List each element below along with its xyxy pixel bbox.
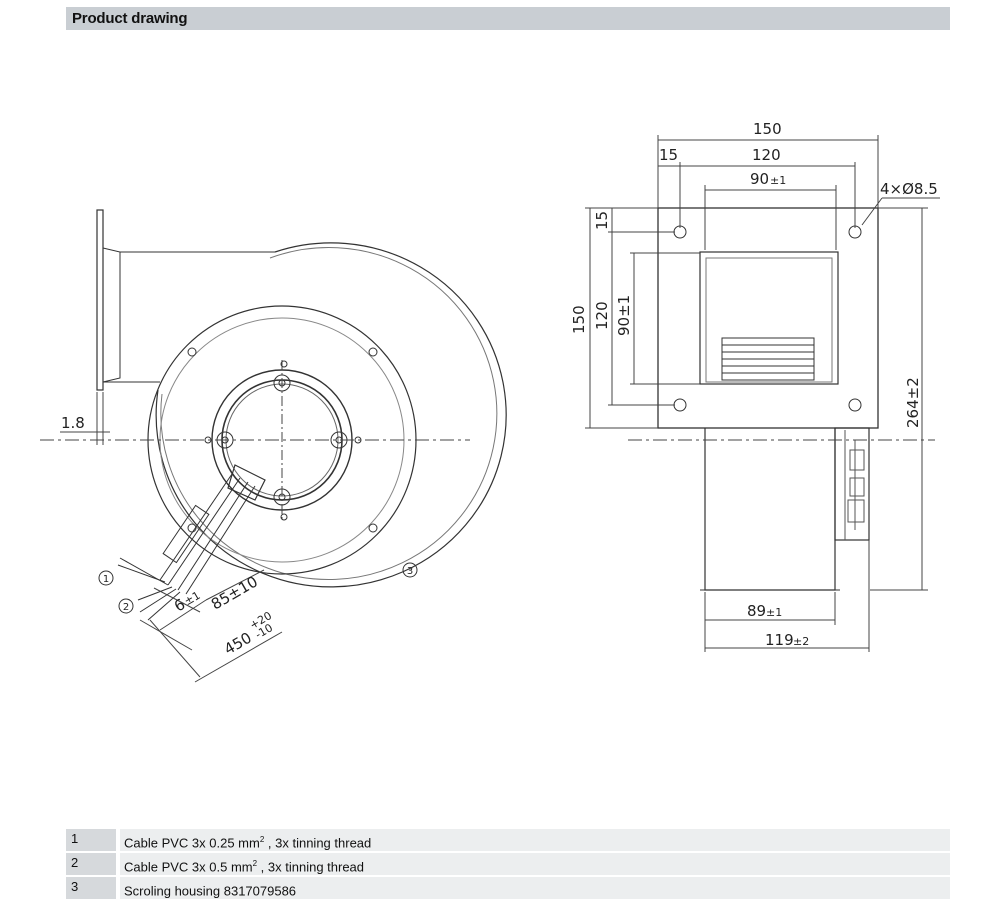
dim-w-90: 90 (750, 170, 769, 188)
motor-details (844, 430, 865, 540)
dim-h-150: 150 (570, 305, 588, 334)
section-title: Product drawing (72, 10, 188, 27)
legend-number: 2 (66, 853, 116, 875)
callout-1: 1 (98, 570, 114, 586)
outlet-opening (699, 251, 839, 385)
outlet-opening-inner (705, 257, 833, 383)
callout-3-label: 3 (407, 566, 413, 577)
legend-row: 2 Cable PVC 3x 0.5 mm2 , 3x tinning thre… (66, 853, 950, 875)
mount-hole-bl (673, 398, 687, 412)
front-view (40, 209, 507, 683)
dim-w-119: 119 (765, 631, 794, 649)
cable-gland (227, 464, 266, 501)
legend-suffix: , 3x tinning thread (264, 835, 372, 851)
legend-number: 3 (66, 877, 116, 899)
dim-w-15: 15 (659, 146, 678, 164)
legend-sup: 2 (252, 859, 258, 868)
dim-h-120: 120 (593, 301, 611, 330)
side-dim-lines-bottom (704, 540, 870, 652)
callout-3: 3 (402, 562, 418, 578)
legend-text-cell: Cable PVC 3x 0.25 mm2 , 3x tinning threa… (120, 829, 950, 851)
side-flange (657, 207, 879, 429)
dim-holes: 4×Ø8.5 (880, 180, 938, 198)
legend-text: Cable PVC 3x 0.5 mm (124, 859, 253, 875)
motor-block (834, 427, 870, 541)
impeller-blades (721, 337, 815, 381)
dim-85-group: 85±10 (208, 573, 261, 614)
dim-w-120: 120 (752, 146, 781, 164)
legend-text-cell: Cable PVC 3x 0.5 mm2 , 3x tinning thread (120, 853, 950, 875)
side-dim-lines-top (657, 135, 940, 250)
dim-h-15: 15 (593, 211, 611, 230)
dim-w-90-tol: ±1 (770, 174, 786, 187)
side-dim-lines-left (585, 207, 700, 429)
legend-text-cell: Scroling housing 8317079586 (120, 877, 950, 899)
callout-2: 2 (118, 598, 134, 614)
dim-w-89: 89 (747, 602, 766, 620)
dim-1-8: 1.8 (61, 414, 85, 432)
cable-length-dims (139, 569, 283, 683)
dim-w-119-tol: ±2 (793, 635, 809, 648)
legend-table: 1 Cable PVC 3x 0.25 mm2 , 3x tinning thr… (66, 829, 950, 901)
legend-sup: 2 (259, 835, 265, 844)
mount-hole-br (848, 398, 862, 412)
flange-plate (96, 209, 104, 391)
dim-w-89-tol: ±1 (766, 606, 782, 619)
legend-row: 3 Scroling housing 8317079586 (66, 877, 950, 899)
housing-body (704, 428, 836, 591)
scroll-housing-outer (155, 242, 507, 588)
callout-1-label: 1 (103, 574, 109, 585)
dim-450: 450 (221, 629, 255, 659)
side-dim-lines-right (870, 207, 928, 591)
legend-row: 1 Cable PVC 3x 0.25 mm2 , 3x tinning thr… (66, 829, 950, 851)
dim-85: 85±10 (208, 573, 261, 614)
side-view (585, 135, 940, 652)
legend-number: 1 (66, 829, 116, 851)
outlet-duct-side (102, 247, 121, 383)
dim-h-264: 264±2 (904, 377, 922, 428)
callout-2-label: 2 (123, 602, 129, 613)
legend-text: Scroling housing 8317079586 (124, 883, 297, 899)
legend-text: Cable PVC 3x 0.25 mm (124, 835, 260, 851)
dim-h-90: 90±1 (615, 295, 633, 336)
section-header: Product drawing (66, 7, 950, 30)
scroll-housing-inner (160, 247, 498, 580)
dim-w-150: 150 (753, 120, 782, 138)
cable-bundle (117, 473, 256, 621)
legend-suffix: , 3x tinning thread (257, 859, 365, 875)
